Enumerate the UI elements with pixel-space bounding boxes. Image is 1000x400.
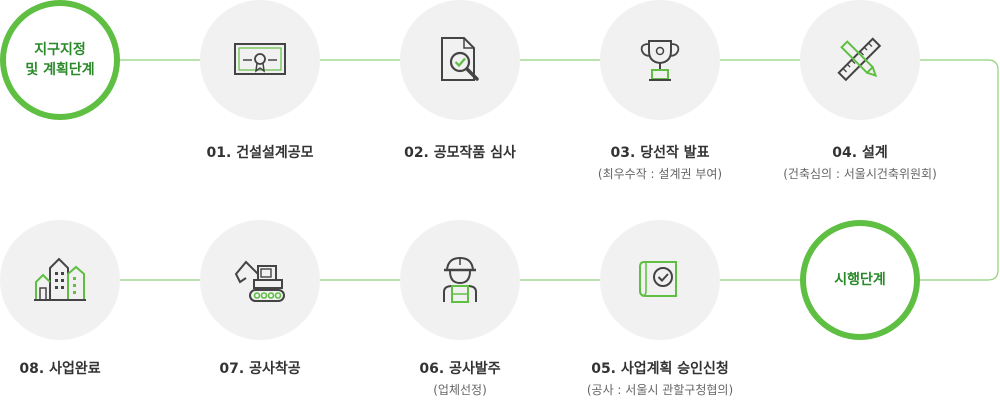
step-4-circle <box>800 0 920 120</box>
step-7-circle <box>200 220 320 340</box>
phase-label-execution: 시행단계 <box>834 272 886 288</box>
step-6-label: 06. 공사발주 <box>419 361 501 377</box>
certificate-icon <box>234 43 286 75</box>
step-6-circle <box>400 220 520 340</box>
step-8-circle <box>0 220 120 340</box>
hardhat-worker-icon <box>443 256 477 303</box>
step-2-label: 02. 공모작품 심사 <box>404 145 516 161</box>
step-5-circle <box>600 220 720 340</box>
connector-line <box>60 59 999 281</box>
step-5-note: (공사 : 서울시 관할구청협의) <box>586 383 734 397</box>
step-5-label: 05. 사업계획 승인신청 <box>591 361 729 377</box>
step-2-circle <box>400 0 520 120</box>
ruler-pencil-icon <box>837 37 882 82</box>
step-3-circle <box>600 0 720 120</box>
buildings-icon <box>34 257 86 301</box>
step-3-note: (최우수작 : 설계권 부여) <box>597 167 723 181</box>
step-4-note: (건축심의 : 서울시건축위원회) <box>783 167 937 181</box>
step-1-circle <box>200 0 320 120</box>
trophy-icon <box>640 40 680 81</box>
step-1-label: 01. 건설설계공모 <box>206 145 314 161</box>
phase-label-designation: 지구지정 및 계획단계 <box>25 42 95 78</box>
step-3-label: 03. 당선작 발표 <box>610 145 710 161</box>
step-7-label: 07. 공사착공 <box>219 361 301 377</box>
blueprint-check-icon <box>639 261 677 297</box>
excavator-icon <box>234 260 285 302</box>
phase-circle-execution: 시행단계 <box>800 220 920 340</box>
step-4-label: 04. 설계 <box>832 145 888 161</box>
phase-circle-designation: 지구지정 및 계획단계 <box>0 0 120 120</box>
document-check-magnifier-icon <box>441 37 479 81</box>
step-6-note: (업체선정) <box>433 383 487 397</box>
step-8-label: 08. 사업완료 <box>19 361 101 377</box>
